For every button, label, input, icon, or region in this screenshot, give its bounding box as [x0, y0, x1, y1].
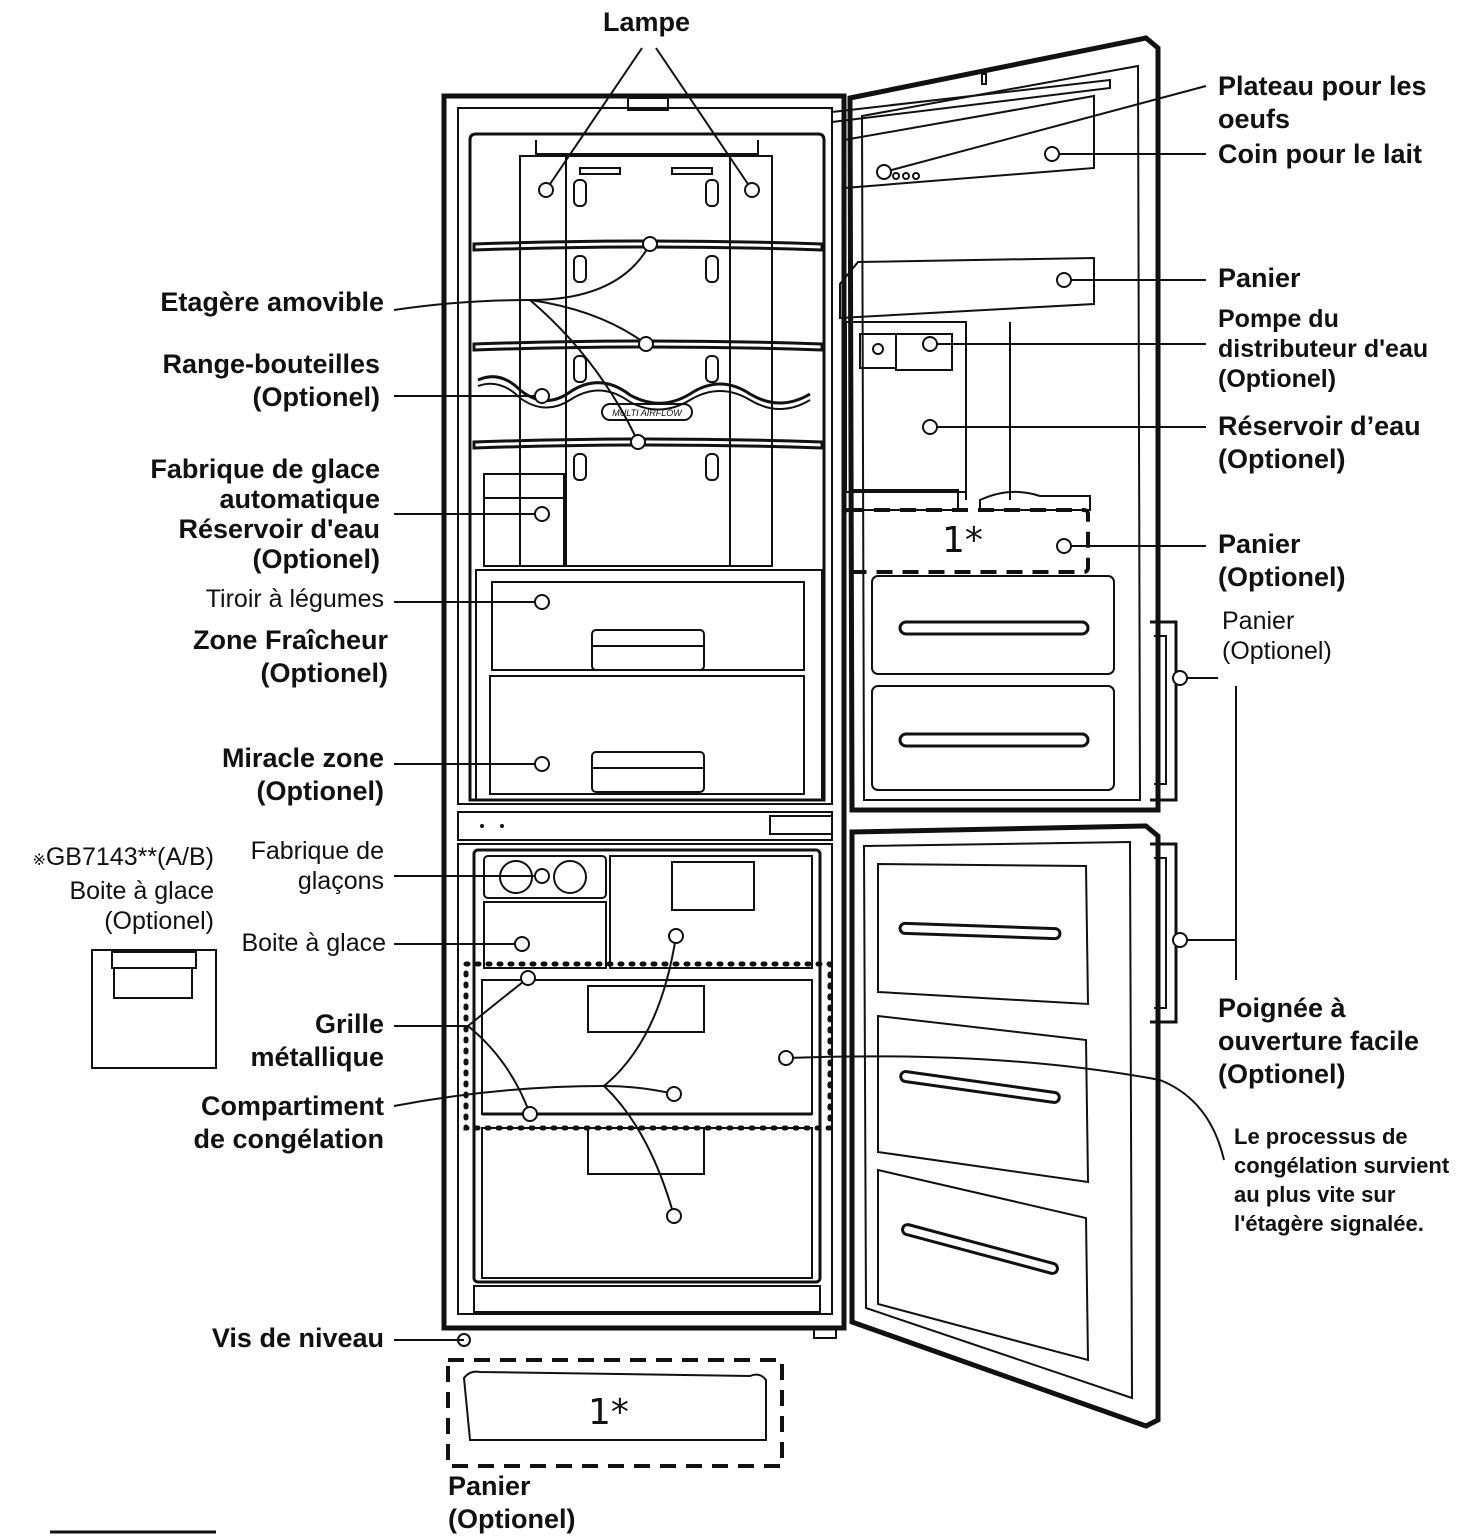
label-miracle: Miracle zone(Optionel) — [221, 743, 384, 806]
leader-lines — [393, 47, 1237, 1341]
fridge-door — [769, 35, 1178, 835]
label-panier-3: Panier(Optionel) — [1222, 607, 1332, 665]
label-lampe: Lampe — [603, 7, 691, 37]
marker-bottom-basket: 1* — [588, 1392, 629, 1433]
freezer-door — [849, 823, 1178, 1429]
label-panier-2: Panier(Optionel) — [1218, 529, 1346, 592]
label-vis: Vis de niveau — [211, 1323, 384, 1353]
label-zone-fraicheur: Zone Fraîcheur(Optionel) — [192, 625, 388, 688]
label-panier-1: Panier — [1218, 263, 1301, 293]
label-etagere: Etagère amovible — [160, 287, 384, 317]
fridge-cabinet: MULTI AIRFLOW — [441, 93, 847, 1347]
shelf-badge: MULTI AIRFLOW — [612, 408, 683, 418]
label-panier-bottom: Panier(Optionel) — [448, 1471, 576, 1534]
marker-door-basket: 1* — [942, 520, 983, 561]
label-coin-lait: Coin pour le lait — [1218, 139, 1423, 169]
gb-ice-box-illustration — [91, 949, 217, 1069]
label-boite-glace: Boite à glace — [241, 929, 386, 957]
gb-symbol: ※ — [32, 852, 46, 869]
callout-dots — [514, 146, 1188, 1224]
bottom-basket-illustration — [446, 1358, 784, 1468]
label-gb-model: ※GB7143**(A/B)Boite à glace(Optionel) — [32, 843, 214, 935]
label-reservoir-door: Réservoir d’eau(Optionel) — [1218, 411, 1421, 474]
label-tiroir: Tiroir à légumes — [205, 585, 384, 613]
label-range-bouteilles: Range-bouteilles(Optionel) — [162, 349, 380, 412]
